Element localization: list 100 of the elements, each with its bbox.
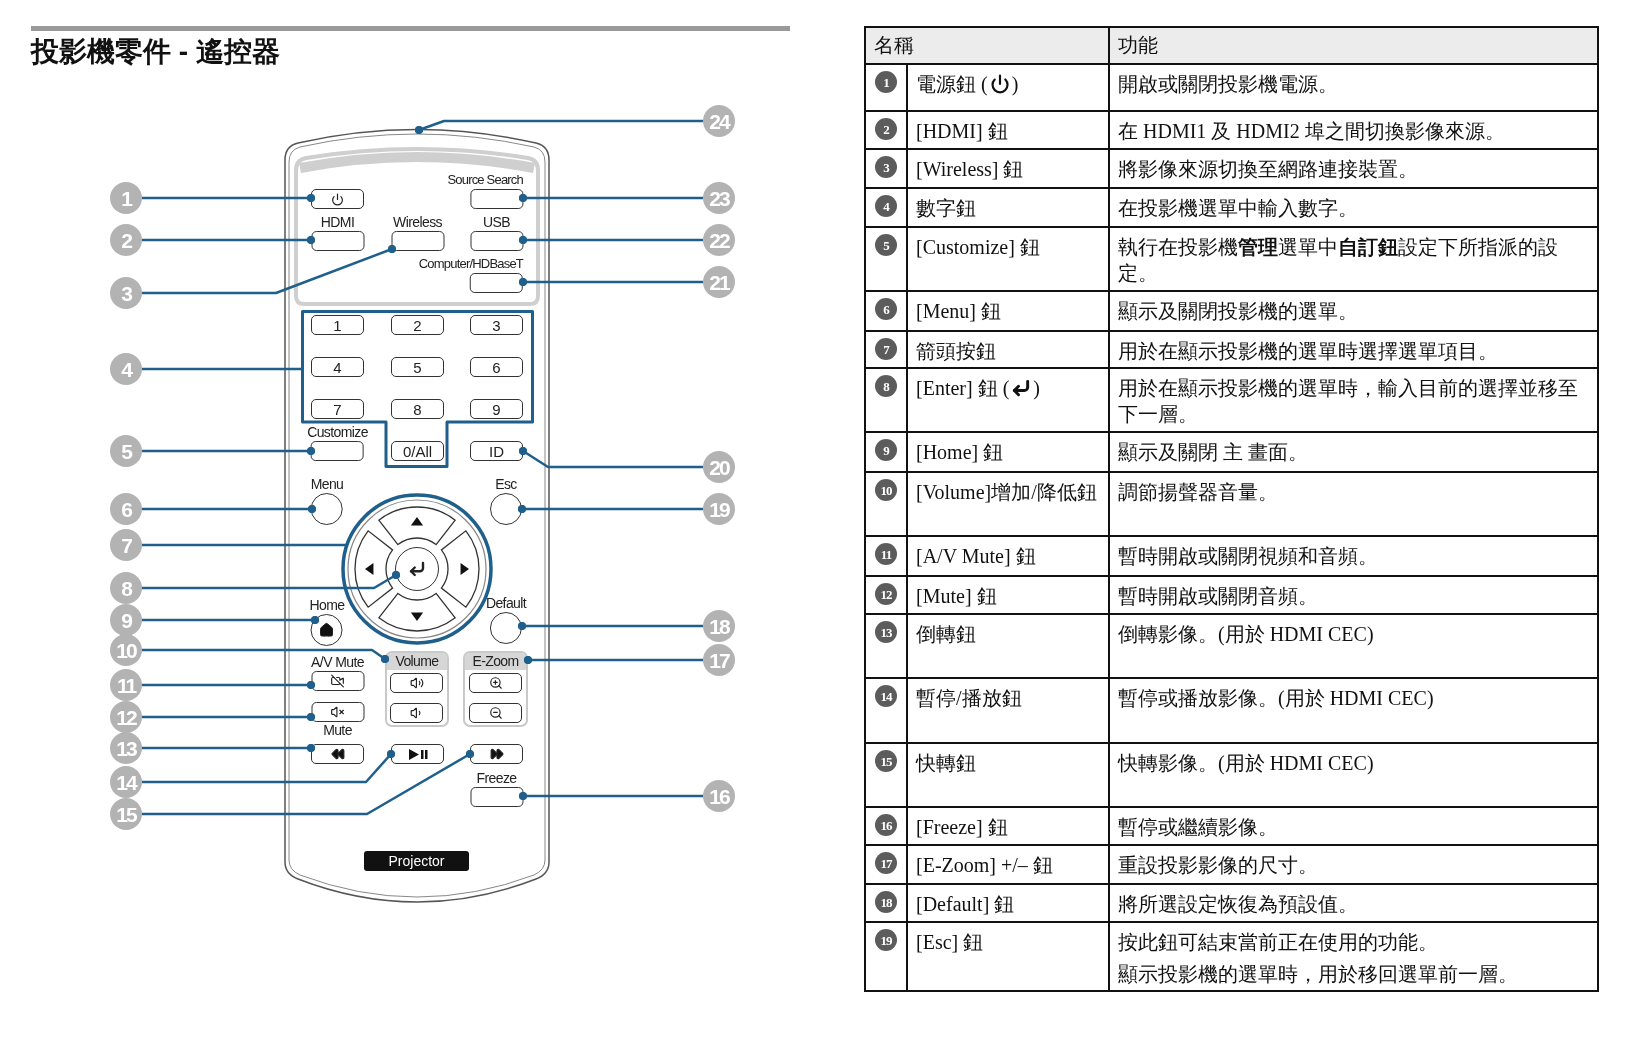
cell-text: 暫停/播放鈕 [916,686,1022,711]
leader-line [142,367,301,371]
row-number-badge: 9 [875,439,897,461]
leader-line [142,244,397,295]
number-key: 2 [391,315,444,335]
cell-text: 快轉鈕 [916,751,976,776]
row-number-badge: 6 [875,298,897,320]
callout-number: 13 [110,732,142,764]
leader-line [142,235,316,245]
cell-text: 在投影機選單中輸入數字。 [1118,196,1359,221]
leader-line [142,193,316,203]
cell-text: 快轉影像。(用於 HDMI CEC) [1118,751,1375,776]
callout-number: 14 [110,766,142,798]
button-label: Wireless [393,214,442,230]
button-label: Freeze [476,770,517,786]
cell-text: [A/V Mute] 鈕 [916,544,1036,569]
cell-text: 暫時開啟或關閉音頻。 [1118,584,1319,609]
cell-text: 將影像來源切換至網路連接裝置。 [1118,157,1419,182]
button-label: Default [485,595,527,611]
table-header-cell: 功能 [1110,28,1597,63]
button-group-panel [385,651,449,727]
cell-text: 顯示及關閉投影機的選單。 [1118,299,1359,324]
leader-line [414,119,703,135]
number-key: ID [470,441,523,461]
cell-text: 暫時開啟或關閉視頻和音頻。 [1118,544,1379,569]
cell-text: [Default] 鈕 [916,892,1015,917]
callout-number: 12 [110,701,142,733]
cell-text: 顯示投影機的選單時，用於移回選單前一層。 [1118,962,1519,987]
button-label: USB [483,214,510,230]
leader-line [518,193,703,203]
cell-text: [Volume]增加/降低鈕 [916,480,1097,505]
callout-number: 19 [703,493,735,525]
callout-number: 15 [110,798,142,830]
cell-text: [Mute] 鈕 [916,584,997,609]
cell-text: 倒轉影像。(用於 HDMI CEC) [1118,622,1375,647]
leader-line [142,446,316,456]
cell-text: 用於在顯示投影機的選單時，輸入目前的選擇並移至下一層。 [1118,376,1579,427]
callout-number: 8 [110,572,142,604]
leader-line [518,235,703,245]
callout-number: 17 [703,644,735,676]
cell-text: 按此鈕可結束當前正在使用的功能。 [1118,930,1439,955]
number-key: 8 [391,399,444,419]
cell-text: [Customize] 鈕 [916,235,1040,260]
callout-number: 21 [703,266,735,298]
row-number-badge: 12 [875,583,897,605]
cell-text: 用於在顯示投影機的選單時選擇選單項目。 [1118,339,1499,364]
leader-line [517,504,703,514]
button-label: Esc [495,476,517,492]
callout-number: 9 [110,604,142,636]
leader-line [142,712,316,722]
cell-text: [Wireless] 鈕 [916,157,1024,182]
leader-line [142,743,316,753]
leader-line [518,277,703,287]
row-number-badge: 17 [875,852,897,874]
button-label: Mute [323,722,352,738]
number-key: 9 [470,399,523,419]
callout-number: 24 [703,105,735,137]
row-number-badge: 1 [875,71,897,93]
remote-button [469,673,522,693]
button-label: Source Search [447,172,523,188]
callout-number: 1 [110,182,142,214]
callout-number: 22 [703,224,735,256]
remote-button [469,703,522,723]
callout-number: 3 [110,277,142,309]
cell-text: ) [1033,376,1040,401]
cell-text: [Home] 鈕 [916,440,1004,465]
table-header-cell: 名稱 [866,28,1110,63]
callout-number: 18 [703,610,735,642]
callout-number: 5 [110,435,142,467]
page-title: 投影機零件 - 遙控器 [31,35,280,69]
cell-text: 執行在投影機管理選單中自訂鈕設定下所指派的設定。 [1118,235,1559,286]
callout-number: 16 [703,780,735,812]
cell-text: 調節揚聲器音量。 [1118,480,1279,505]
cell-text: [Esc] 鈕 [916,930,984,955]
callout-number: 11 [110,669,142,701]
cell-text: 倒轉鈕 [916,622,976,647]
row-number-badge: 4 [875,195,897,217]
cell-text: 數字鈕 [916,196,976,221]
cell-text: 將所選設定恢復為預設值。 [1118,892,1359,917]
row-number-badge: 19 [875,929,897,951]
callout-number: 4 [110,353,142,385]
leader-line [142,543,346,547]
number-key: 6 [470,357,523,377]
remote-button [390,703,443,723]
button-label: Home [309,597,345,613]
remote-button [311,189,364,209]
callout-number: 20 [703,451,735,483]
row-number-badge: 2 [875,118,897,140]
number-key: 0/All [391,441,444,461]
cell-text: [Freeze] 鈕 [916,815,1008,840]
number-key: 3 [470,315,523,335]
callout-number: 2 [110,224,142,256]
row-number-badge: 3 [875,156,897,178]
model-badge: Projector [364,851,469,871]
group-label: Volume [387,653,447,670]
remote-button [391,744,444,764]
number-key: 1 [311,315,364,335]
cell-text: 箭頭按鈕 [916,339,996,364]
button-group-panel [463,651,528,727]
button-label: HDMI [320,214,355,230]
